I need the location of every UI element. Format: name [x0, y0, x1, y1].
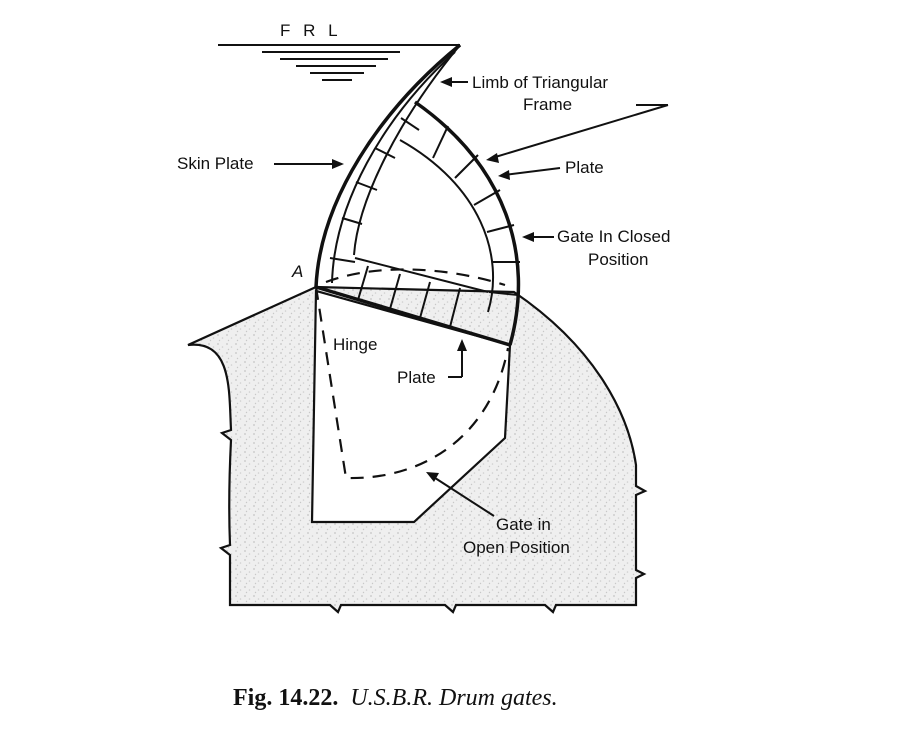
gate-open-outline: [314, 286, 510, 480]
plate-right-label: Plate: [565, 158, 604, 177]
skin-plate-label: Skin Plate: [177, 154, 254, 173]
figure-number: Fig. 14.22.: [233, 685, 338, 711]
plate-bottom-label: Plate: [397, 368, 436, 387]
gate-closed: [314, 43, 521, 347]
bottom-plate: [315, 285, 511, 347]
gate-open-label-line2: Open Position: [463, 538, 570, 557]
frl-label: F R L: [280, 21, 342, 40]
gate-closed-label-line1: Gate In Closed: [557, 227, 670, 246]
leader-arrows: [274, 77, 669, 517]
skin-plate: [314, 43, 462, 288]
gate-open-label-line1: Gate in: [496, 515, 551, 534]
frl-water-level: [218, 44, 460, 81]
point-a-label: A: [291, 262, 303, 281]
limb-label-line2: Frame: [523, 95, 572, 114]
figure-caption: Fig. 14.22. U.S.B.R. Drum gates.: [233, 685, 558, 711]
limb-of-frame: [353, 44, 461, 256]
figure-title: U.S.B.R. Drum gates.: [350, 685, 557, 711]
limb-label-line1: Limb of Triangular: [472, 73, 608, 92]
gate-closed-label-line2: Position: [588, 250, 648, 269]
hinge-label: Hinge: [333, 335, 377, 354]
